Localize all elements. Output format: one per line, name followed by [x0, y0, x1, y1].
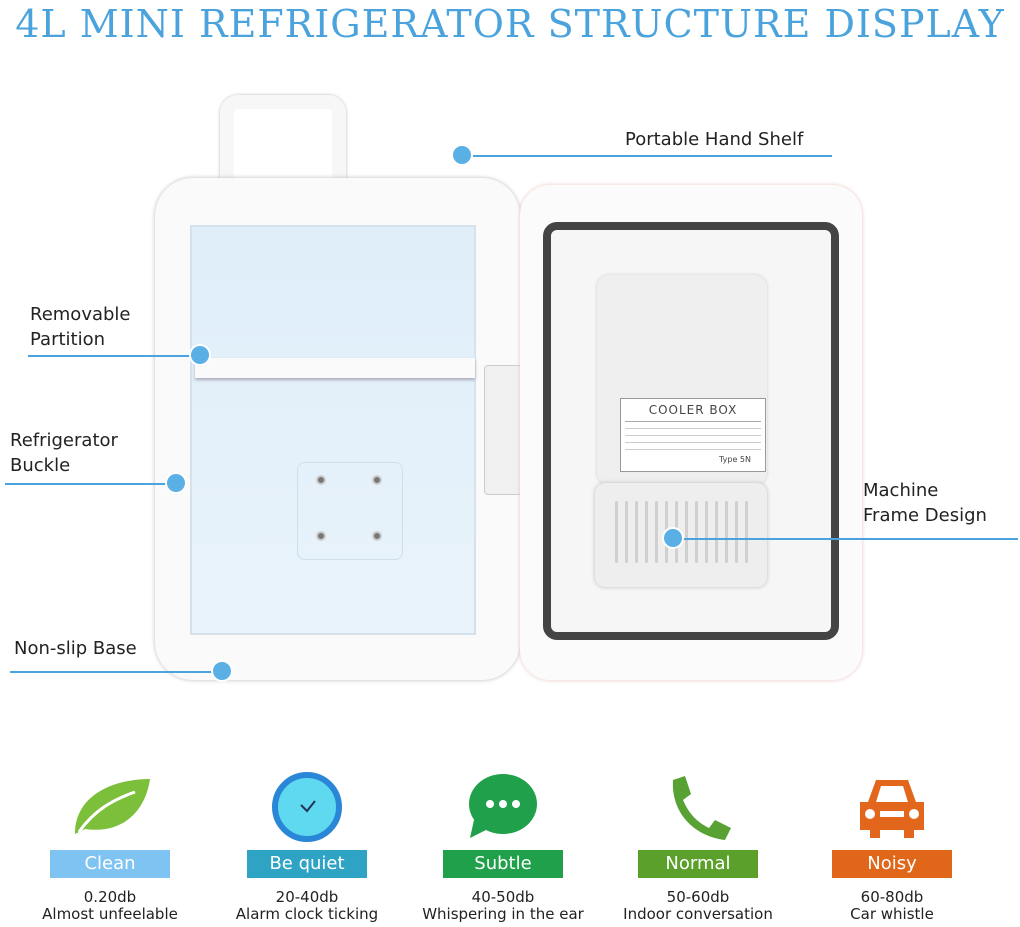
callout-line — [462, 155, 832, 157]
callout-dot — [211, 660, 233, 682]
callout-line — [673, 538, 1018, 540]
callout-hand-shelf: Portable Hand Shelf — [625, 129, 804, 150]
level-tag: Normal — [638, 850, 758, 878]
car-icon — [807, 772, 977, 842]
callout-dot — [662, 527, 684, 549]
callout-line — [5, 483, 177, 485]
screw-plate — [297, 462, 403, 560]
screw-icon — [372, 531, 382, 541]
label-type: Type 5N — [719, 455, 751, 464]
door-hinge — [484, 365, 522, 495]
noise-level-be-quiet: Be quiet 20-40db Alarm clock ticking — [222, 772, 392, 923]
phone-icon — [613, 772, 783, 842]
level-db: 50-60db — [666, 888, 730, 906]
callout-text: Removable — [30, 304, 131, 325]
callout-text: Frame Design — [863, 505, 987, 526]
clock-icon — [222, 772, 392, 842]
level-tag: Subtle — [443, 850, 563, 878]
level-db: 20-40db — [275, 888, 339, 906]
callout-text: Buckle — [10, 455, 71, 476]
chat-bubble-icon — [418, 772, 588, 842]
callout-line — [10, 671, 222, 673]
noise-level-noisy: Noisy 60-80db Car whistle — [807, 772, 977, 923]
fridge-handle — [220, 95, 346, 205]
level-desc: Whispering in the ear — [422, 905, 584, 923]
screw-icon — [316, 531, 326, 541]
noise-level-normal: Normal 50-60db Indoor conversation — [613, 772, 783, 923]
noise-level-clean: Clean 0.20db Almost unfeelable — [25, 772, 195, 923]
leaf-icon — [25, 772, 195, 842]
cooler-box-label: COOLER BOX Type 5N — [620, 398, 766, 472]
fridge-interior — [190, 225, 476, 635]
callout-text: Partition — [30, 329, 106, 350]
callout-base: Non-slip Base — [14, 638, 137, 659]
level-tag: Be quiet — [247, 850, 367, 878]
removable-partition — [195, 358, 475, 378]
spec-table — [625, 421, 761, 451]
page-title: 4L MINI REFRIGERATOR STRUCTURE DISPLAY — [15, 2, 1005, 46]
level-tag: Noisy — [832, 850, 952, 878]
level-desc: Alarm clock ticking — [235, 905, 379, 923]
level-db: 60-80db — [860, 888, 924, 906]
machine-frame-vent — [595, 483, 767, 587]
callout-dot — [189, 344, 211, 366]
screw-icon — [372, 475, 382, 485]
level-db: 0.20db — [83, 888, 137, 906]
level-tag: Clean — [50, 850, 170, 878]
callout-text: Refrigerator — [10, 430, 118, 451]
callout-dot — [165, 472, 187, 494]
callout-dot — [451, 144, 473, 166]
label-heading: COOLER BOX — [648, 403, 738, 417]
level-desc: Almost unfeelable — [42, 905, 178, 923]
level-desc: Indoor conversation — [623, 905, 773, 923]
callout-line — [28, 355, 200, 357]
noise-level-subtle: Subtle 40-50db Whispering in the ear — [418, 772, 588, 923]
callout-text: Machine — [863, 480, 939, 501]
level-db: 40-50db — [471, 888, 535, 906]
level-desc: Car whistle — [850, 905, 934, 923]
screw-icon — [316, 475, 326, 485]
